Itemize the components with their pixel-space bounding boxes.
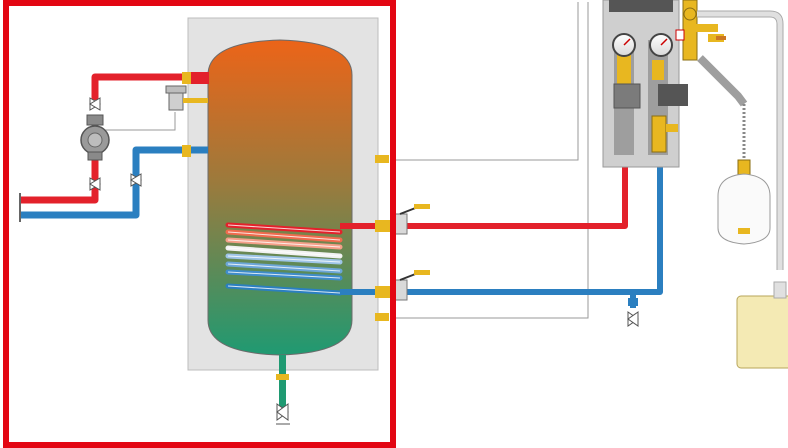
coil-connection-valves: [375, 204, 430, 301]
expansion-vessel-icon: [717, 173, 771, 245]
highlight-frame: [3, 0, 396, 448]
drain-valve-icon: [276, 403, 290, 425]
collection-container-icon: [736, 281, 788, 369]
drain-valve-icon: [89, 97, 142, 191]
circulation-pump-icon: [80, 114, 110, 161]
cold-water-inlet-pipe: [20, 146, 208, 219]
storage-tank: [207, 39, 353, 356]
drain-hose: [697, 11, 783, 270]
pressure-gauge-icon: [612, 33, 673, 57]
solar-flow-pipe: [340, 152, 628, 229]
solar-pump-station-icon: [602, 0, 688, 168]
safety-valve-group: [675, 0, 726, 61]
mixing-valve-icon: [165, 85, 208, 111]
hot-water-outlet-pipe: [20, 73, 208, 204]
drain-valve-icon: [627, 298, 639, 327]
